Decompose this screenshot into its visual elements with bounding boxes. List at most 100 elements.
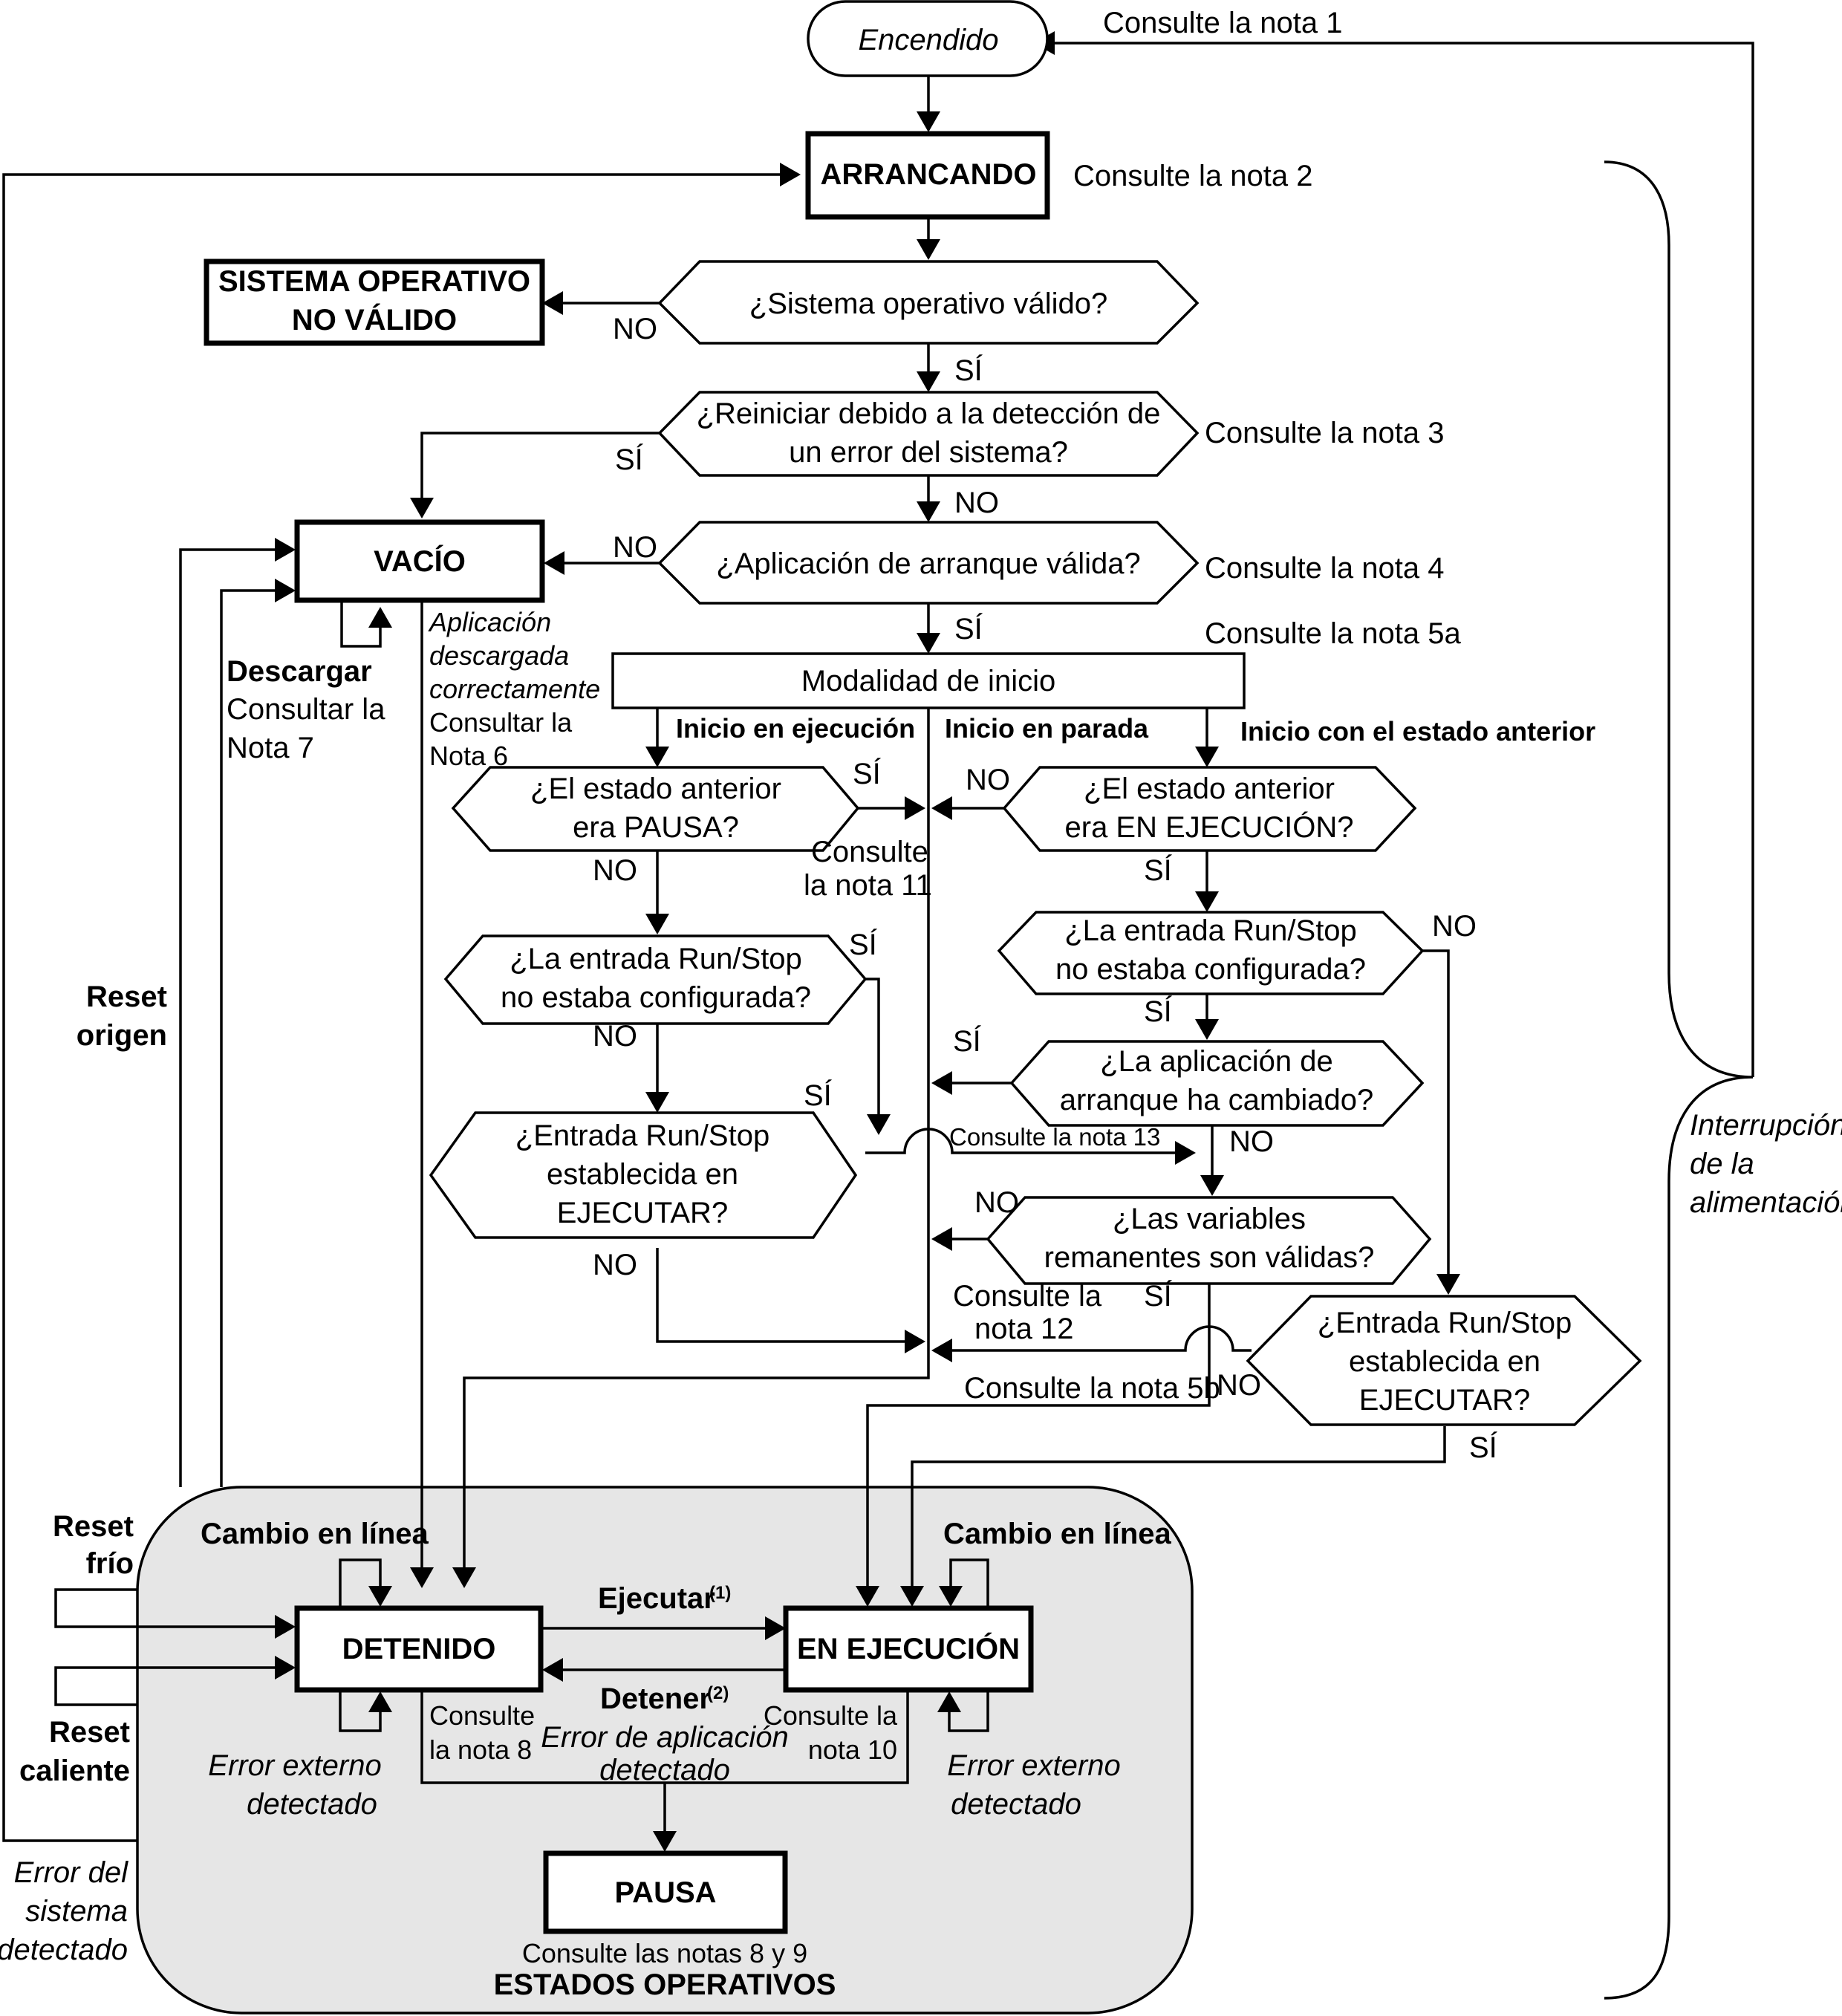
stopped-ext-error-line2: detectado bbox=[247, 1788, 377, 1821]
rs-left-no: NO bbox=[593, 1020, 637, 1053]
rs-right-yes: SÍ bbox=[1144, 995, 1173, 1028]
reset-cold-line1: Reset bbox=[53, 1510, 134, 1543]
running-note-line1: Consulte la bbox=[764, 1700, 898, 1731]
prev-pause-line1: ¿El estado anterior bbox=[530, 773, 781, 805]
restart-yes: SÍ bbox=[615, 443, 644, 476]
prev-run-line1: ¿El estado anterior bbox=[1084, 773, 1335, 805]
rs-run-right-line3: EJECUTAR? bbox=[1359, 1384, 1530, 1417]
rs-run-left-yes: SÍ bbox=[804, 1079, 833, 1112]
rs-run-left-no: NO bbox=[593, 1249, 637, 1281]
app-error-line1: Error de aplicación bbox=[541, 1721, 789, 1754]
reset-cold-line2: frío bbox=[86, 1547, 134, 1580]
prev-run-yes: SÍ bbox=[1144, 853, 1173, 887]
restart-decision bbox=[657, 391, 1200, 477]
rs-right-no: NO bbox=[1432, 910, 1477, 943]
run-cmd-label: Ejecutar bbox=[598, 1582, 715, 1615]
restart-no: NO bbox=[954, 487, 999, 519]
note11-line2: la nota 11 bbox=[804, 869, 932, 902]
rs-right-line1: ¿La entrada Run/Stop bbox=[1064, 914, 1357, 947]
dl-note-line3: correctamente bbox=[429, 674, 600, 704]
power-interrupt-line2: de la bbox=[1690, 1148, 1754, 1180]
app-changed-line2: arranque ha cambiado? bbox=[1060, 1084, 1374, 1116]
sys-error-line2: sistema bbox=[25, 1895, 128, 1928]
note5b-label: Consulte la nota 5b bbox=[964, 1372, 1220, 1405]
operating-states-label: ESTADOS OPERATIVOS bbox=[494, 1968, 836, 2001]
reset-warm-line1: Reset bbox=[49, 1716, 130, 1749]
rs-run-right-line1: ¿Entrada Run/Stop bbox=[1318, 1307, 1572, 1339]
boot-app-no: NO bbox=[613, 531, 657, 564]
rs-run-right-yes: SÍ bbox=[1469, 1431, 1498, 1464]
app-changed-yes: SÍ bbox=[953, 1024, 982, 1058]
start-run-label: Inicio en ejecución bbox=[676, 713, 915, 744]
dl-note-line4: Consultar la bbox=[429, 707, 573, 738]
note13-label: Consulte la nota 13 bbox=[949, 1123, 1160, 1151]
power-interruption-brace bbox=[1604, 160, 1754, 2000]
dl-note-line2: descargada bbox=[429, 640, 569, 671]
download-line2: Consultar la bbox=[227, 693, 385, 726]
retain-line1: ¿Las variables bbox=[1113, 1203, 1306, 1235]
paused-state bbox=[543, 1850, 788, 1934]
booting-note: Consulte la nota 2 bbox=[1073, 160, 1312, 192]
start-mode-box bbox=[611, 652, 1246, 709]
rs-run-right-decision bbox=[1246, 1295, 1642, 1426]
power-interrupt-line3: alimentación bbox=[1690, 1186, 1842, 1219]
note11-line1: Consulte bbox=[811, 836, 928, 868]
rs-unconfigured-left-decision bbox=[443, 934, 868, 1025]
rs-run-left-line2: establecida en bbox=[547, 1158, 738, 1191]
boot-app-note: Consulte la nota 4 bbox=[1205, 552, 1444, 585]
prev-pause-yes: SÍ bbox=[853, 757, 882, 790]
sys-error-line1: Error del bbox=[14, 1856, 128, 1889]
boot-app-question: ¿Aplicación de arranque válida? bbox=[716, 547, 1140, 580]
sys-error-line3: detectado bbox=[0, 1934, 128, 1966]
dl-note-line1: Aplicación bbox=[428, 607, 551, 637]
running-state bbox=[783, 1605, 1034, 1693]
download-line3: Nota 7 bbox=[227, 732, 314, 764]
retain-vars-decision bbox=[986, 1196, 1432, 1285]
connectors bbox=[2, 31, 1754, 1852]
running-note-line2: nota 10 bbox=[808, 1734, 897, 1765]
valid-os-no: NO bbox=[613, 313, 657, 345]
rs-left-yes: SÍ bbox=[849, 928, 878, 961]
online-change-left: Cambio en línea bbox=[201, 1518, 429, 1550]
invalid-os-state bbox=[204, 258, 545, 346]
boot-app-yes: SÍ bbox=[954, 612, 983, 646]
reset-warm-line2: caliente bbox=[19, 1755, 130, 1787]
paused-note: Consulte las notas 8 y 9 bbox=[522, 1938, 807, 1968]
prev-pause-no: NO bbox=[593, 854, 637, 887]
start-stop-label: Inicio en parada bbox=[945, 713, 1149, 744]
stopped-label: DETENIDO bbox=[342, 1633, 496, 1665]
reset-origin-line1: Reset bbox=[86, 981, 167, 1013]
online-change-right: Cambio en línea bbox=[943, 1518, 1171, 1550]
stopped-ext-error-line1: Error externo bbox=[208, 1749, 381, 1782]
boot-app-decision bbox=[657, 521, 1200, 605]
stopped-state bbox=[294, 1605, 544, 1693]
restart-question-line1: ¿Reiniciar debido a la detección de bbox=[697, 397, 1161, 430]
note12-line1: Consulte la bbox=[953, 1280, 1102, 1313]
power-on-label: Encendido bbox=[858, 24, 998, 56]
valid-os-decision bbox=[657, 260, 1200, 345]
power-on-node bbox=[807, 0, 1049, 77]
start-mode-label: Modalidad de inicio bbox=[801, 665, 1055, 698]
dl-note-line5: Nota 6 bbox=[429, 741, 508, 771]
rs-left-line2: no estaba configurada? bbox=[501, 981, 811, 1014]
running-label: EN EJECUCIÓN bbox=[797, 1631, 1020, 1665]
empty-label: VACÍO bbox=[374, 544, 466, 578]
prev-pause-decision bbox=[451, 766, 860, 852]
app-changed-no: NO bbox=[1229, 1125, 1274, 1158]
rs-run-left-line3: EJECUTAR? bbox=[557, 1197, 728, 1229]
note1-label: Consulte la nota 1 bbox=[1103, 7, 1342, 39]
rs-run-left-decision bbox=[429, 1111, 858, 1239]
running-ext-error-line1: Error externo bbox=[947, 1749, 1120, 1782]
app-changed-decision bbox=[1009, 1040, 1425, 1127]
rs-run-right-line2: establecida en bbox=[1349, 1345, 1540, 1378]
stop-cmd-label: Detener bbox=[600, 1682, 711, 1715]
stop-cmd-sup: (2) bbox=[707, 1683, 729, 1703]
run-cmd-sup: (1) bbox=[709, 1583, 731, 1603]
empty-state bbox=[294, 519, 545, 603]
retain-no: NO bbox=[974, 1186, 1019, 1219]
start-prev-label: Inicio con el estado anterior bbox=[1240, 716, 1595, 747]
note12-line2: nota 12 bbox=[974, 1313, 1073, 1345]
retain-yes: SÍ bbox=[1144, 1279, 1173, 1313]
stopped-note-line1: Consulte bbox=[429, 1700, 535, 1731]
stopped-note-line2: la nota 8 bbox=[429, 1734, 532, 1765]
